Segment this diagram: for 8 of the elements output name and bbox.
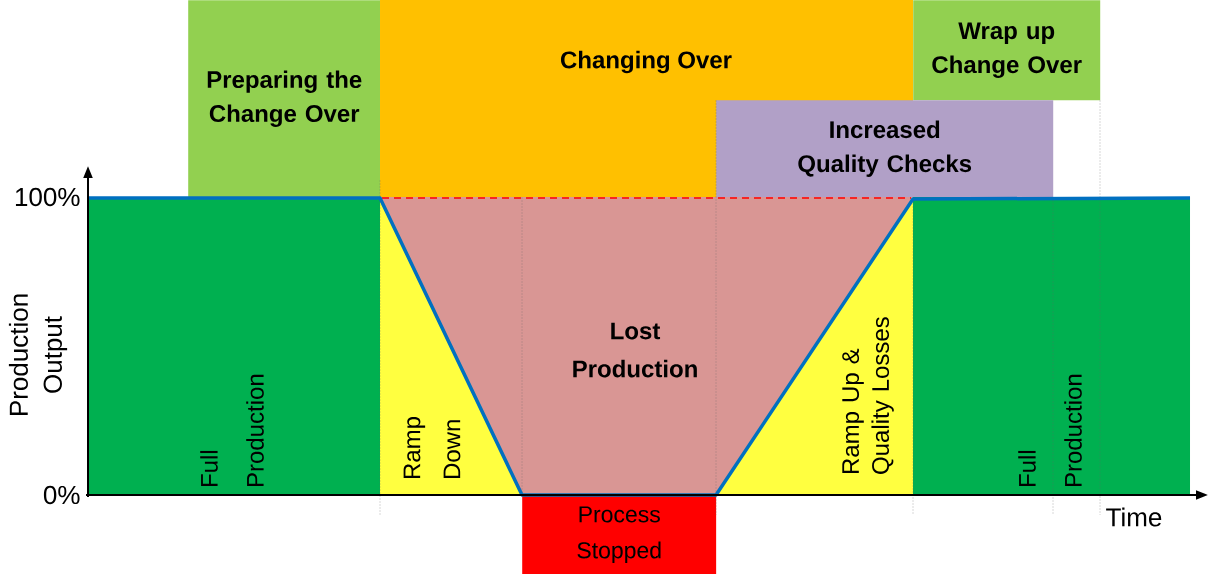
status-box: Process Stopped	[522, 495, 717, 574]
area-region: Full Production	[88, 197, 380, 495]
phase-band: Increased Quality Checks	[716, 100, 1054, 198]
tick-label: 0%	[43, 485, 80, 505]
phase-band: Wrap up Change Over	[913, 0, 1101, 101]
tick-label: 100%	[15, 187, 80, 207]
phase-band: Preparing the Change Over	[188, 0, 381, 198]
area-region: Full Production	[913, 197, 1190, 495]
